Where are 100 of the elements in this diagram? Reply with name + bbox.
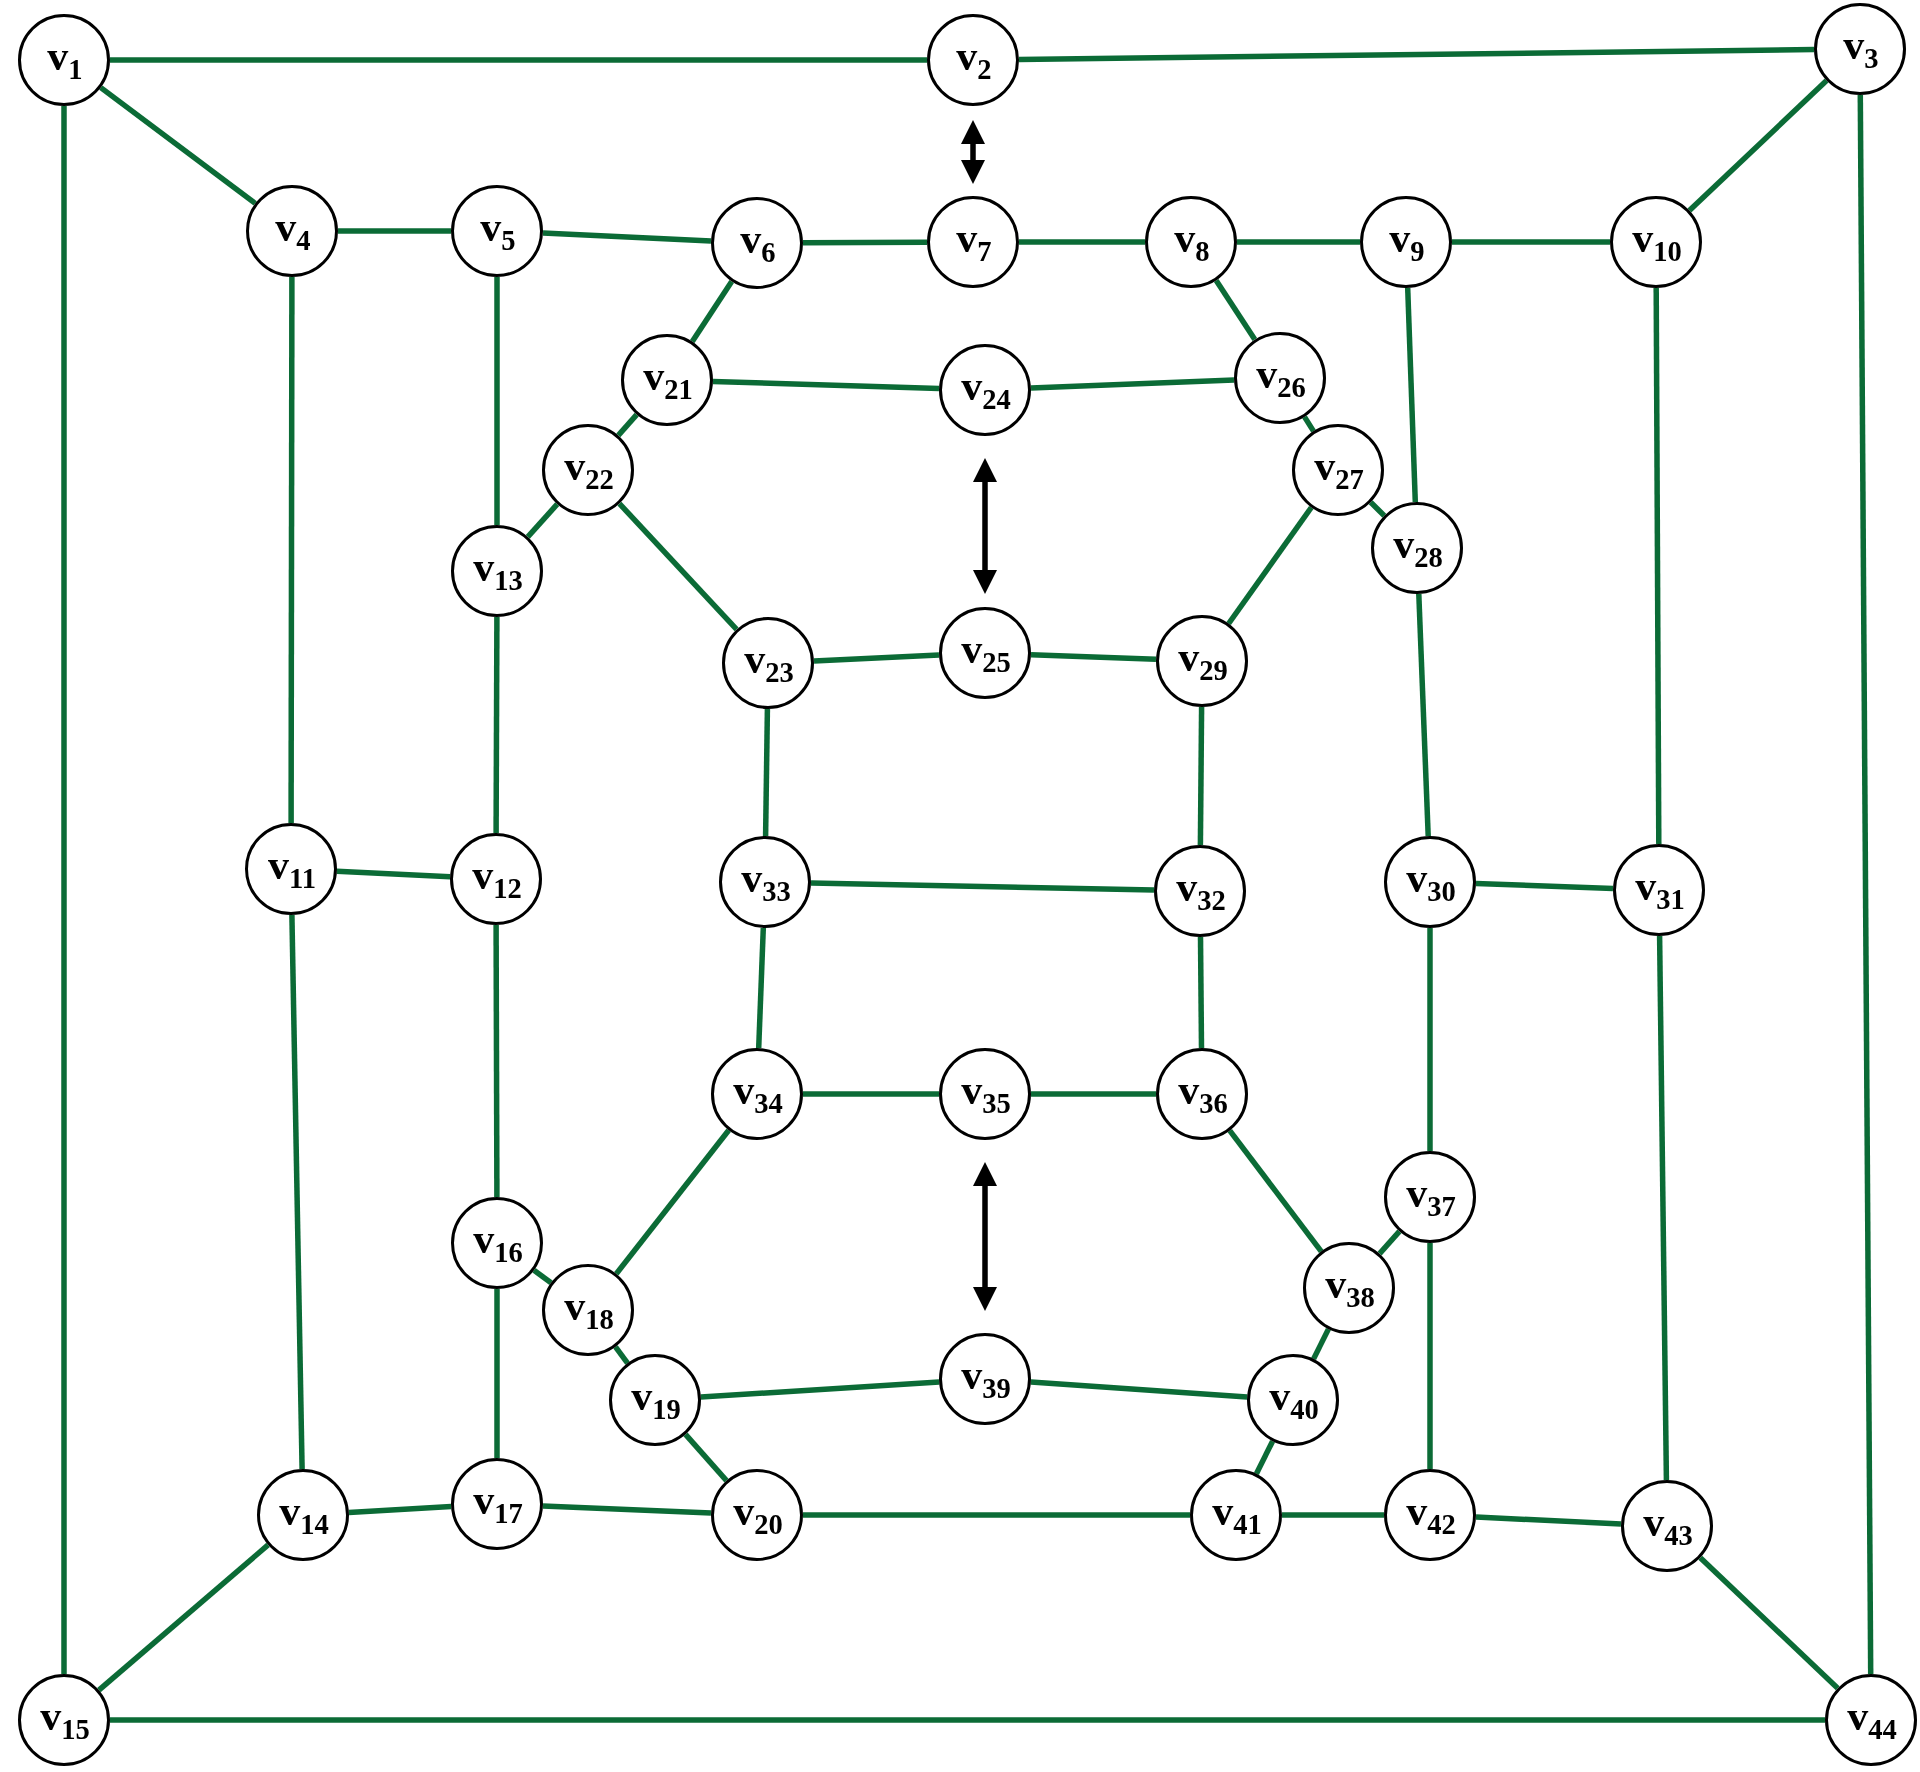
edge-line — [336, 868, 451, 880]
edge-line — [813, 652, 940, 664]
vertex-label: v$_{14}$ — [278, 1490, 329, 1540]
vertex-label: v$_{23}$ — [743, 638, 794, 688]
vertex-label: v$_{13}$ — [472, 546, 523, 596]
vertex-label: v$_{24}$ — [960, 365, 1011, 415]
edge-line — [810, 880, 1155, 893]
edge-line — [1282, 1512, 1384, 1518]
edge-line — [1475, 880, 1614, 892]
edge-line — [493, 617, 500, 833]
vertex-label: v$_{9}$ — [1388, 217, 1425, 267]
edge-line — [712, 378, 940, 392]
vertex-label: v$_{38}$ — [1324, 1263, 1375, 1313]
edge-line — [110, 57, 927, 63]
edge-line — [494, 277, 500, 525]
vertex-label: v$_{40}$ — [1268, 1375, 1319, 1425]
double-headed-arrow — [973, 458, 997, 594]
vertex-label: v$_{44}$ — [1846, 1695, 1897, 1745]
edge-line — [1031, 1091, 1156, 1097]
vertex-circle — [542, 424, 634, 516]
vertex-label: v$_{32}$ — [1175, 866, 1226, 916]
vertex-label: v$_{17}$ — [472, 1479, 523, 1529]
vertex-label: v$_{7}$ — [955, 217, 992, 267]
vertex-label: v$_{4}$ — [274, 206, 311, 256]
vertex-label: v$_{43}$ — [1642, 1501, 1693, 1551]
vertex-circle — [542, 1264, 634, 1356]
edge-line — [542, 230, 712, 244]
vertex-label: v$_{21}$ — [642, 355, 693, 405]
edge-line — [1427, 928, 1433, 1151]
vertex-label: v$_{29}$ — [1177, 636, 1228, 686]
vertex-label: v$_{36}$ — [1177, 1069, 1228, 1119]
edge-line — [348, 1503, 452, 1516]
edge-line — [1030, 1379, 1248, 1400]
edge-line — [1452, 239, 1610, 245]
vertex-label: v$_{12}$ — [471, 854, 522, 904]
vertex-label: v$_{16}$ — [472, 1218, 523, 1268]
edge-line — [803, 1091, 939, 1097]
edge-line — [1475, 1514, 1622, 1527]
vertex-label: v$_{19}$ — [630, 1375, 681, 1425]
vertex-label: v$_{5}$ — [479, 206, 516, 256]
edge-line — [1311, 1327, 1331, 1361]
edge-line — [110, 1717, 1825, 1723]
edge-line — [1687, 78, 1829, 213]
vertex-label: v$_{20}$ — [732, 1490, 783, 1540]
edge-line — [1197, 706, 1205, 846]
vertex-label: v$_{27}$ — [1313, 445, 1364, 495]
edge-line — [690, 279, 734, 344]
vertex-circle — [1292, 424, 1384, 516]
vertex-label: v$_{33}$ — [740, 857, 791, 907]
edge-line — [1698, 1555, 1840, 1691]
edge-line — [289, 914, 305, 1470]
vertex-label: v$_{15}$ — [39, 1695, 90, 1745]
vertex-label: v$_{39}$ — [960, 1354, 1011, 1404]
edge-line — [97, 1542, 270, 1693]
edge-line — [1416, 593, 1431, 837]
edge-line — [542, 1503, 712, 1516]
edge-line — [616, 412, 639, 438]
edge-line — [1404, 287, 1419, 503]
edge-line — [99, 85, 257, 206]
vertex-label: v$_{42}$ — [1405, 1490, 1456, 1540]
edge-line — [803, 239, 927, 246]
edge-line — [700, 1379, 940, 1400]
edge-line — [1302, 415, 1316, 433]
edge-line — [613, 1345, 630, 1365]
vertex-label: v$_{11}$ — [267, 844, 316, 894]
edge-line — [1377, 1229, 1402, 1256]
edge-line — [1019, 239, 1145, 245]
edge-line — [1018, 46, 1815, 63]
edge-line — [1226, 505, 1314, 626]
edge-line — [1030, 377, 1235, 391]
vertex-label: v$_{22}$ — [563, 445, 614, 495]
edge-line — [1656, 935, 1670, 1481]
vertex-label: v$_{6}$ — [739, 218, 776, 268]
vertex-label: v$_{37}$ — [1405, 1172, 1456, 1222]
vertex-label: v$_{2}$ — [955, 35, 992, 85]
vertex-label: v$_{8}$ — [1173, 217, 1210, 267]
edge-line — [1368, 500, 1387, 518]
edge-line — [1427, 1243, 1433, 1469]
vertex-label: v$_{26}$ — [1255, 353, 1306, 403]
vertex-label: v$_{31}$ — [1634, 865, 1685, 915]
edge-line — [338, 228, 451, 234]
edge-line — [1253, 1439, 1276, 1476]
edge-line — [755, 927, 767, 1049]
edge-line — [1213, 279, 1258, 341]
edge-line — [493, 925, 500, 1197]
double-headed-arrow — [973, 1162, 997, 1311]
edge-line — [1653, 288, 1662, 844]
edge-line — [288, 277, 295, 823]
edge-line — [1197, 936, 1205, 1049]
edge-line — [617, 501, 739, 632]
edge-line — [494, 1289, 500, 1458]
vertex-label: v$_{41}$ — [1211, 1490, 1262, 1540]
vertex-label: v$_{28}$ — [1392, 523, 1443, 573]
vertex-label: v$_{35}$ — [960, 1069, 1011, 1119]
vertex-label: v$_{1}$ — [46, 35, 83, 85]
vertex-label: v$_{25}$ — [960, 628, 1011, 678]
double-headed-arrow — [961, 120, 985, 184]
vertex-label: v$_{30}$ — [1405, 857, 1456, 907]
edge-line — [614, 1128, 731, 1276]
edge-line — [762, 708, 771, 837]
